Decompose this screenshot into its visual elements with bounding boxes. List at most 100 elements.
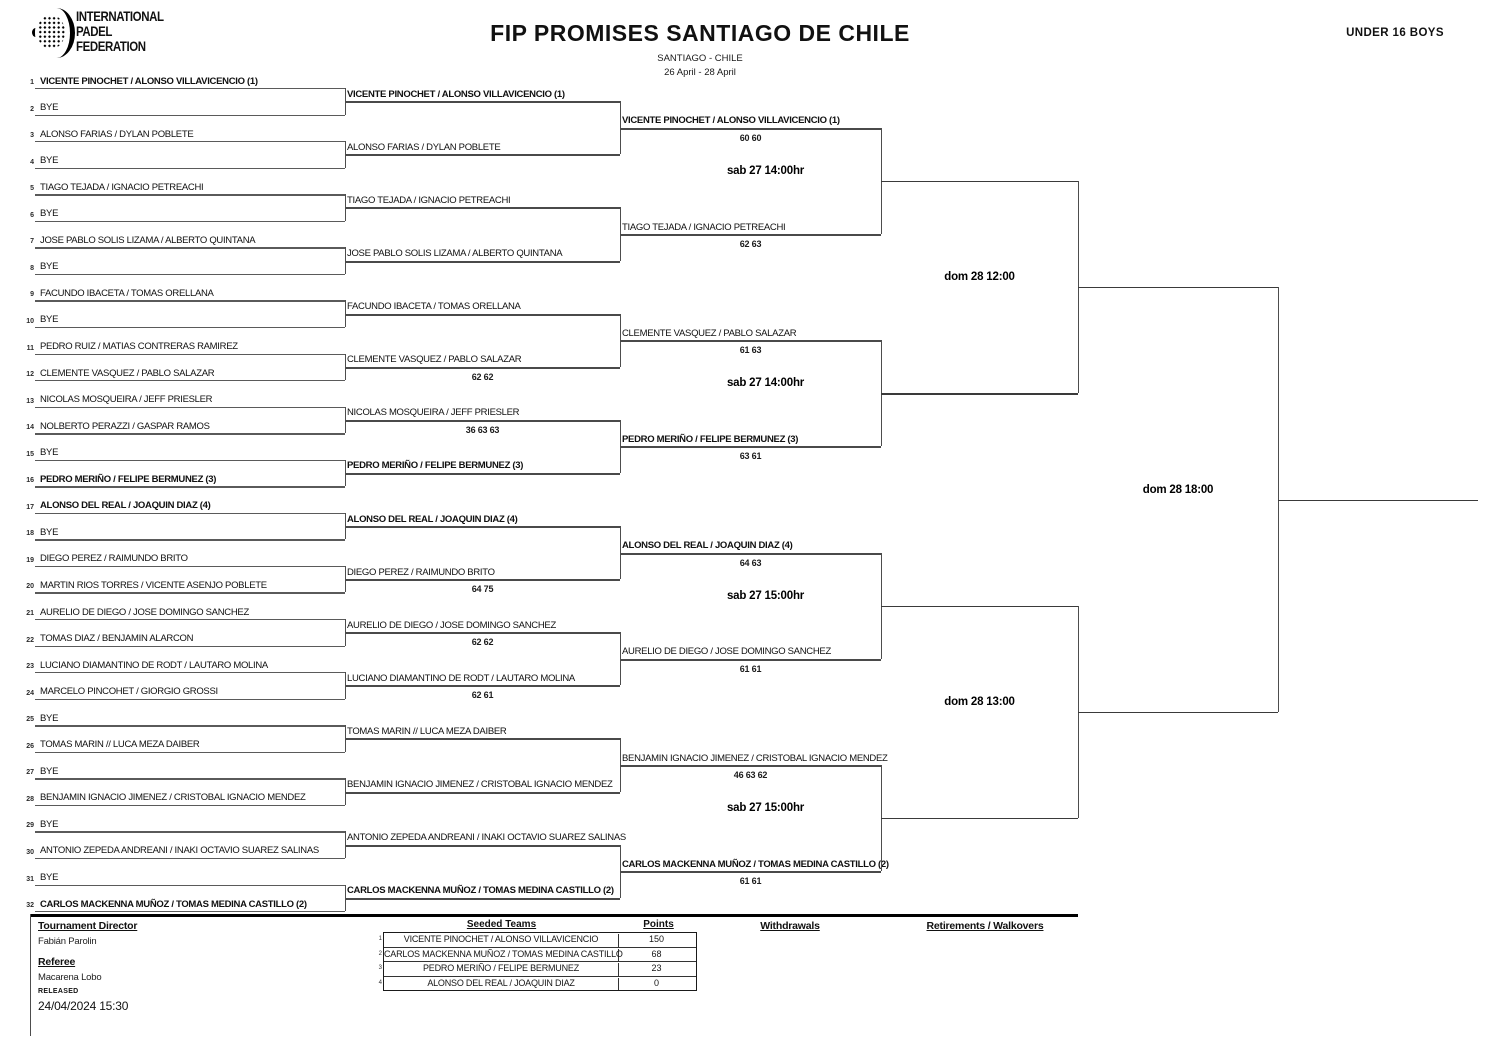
- bye-label: BYE: [40, 526, 59, 538]
- team-label: MARCELO PINCOHET / GIORGIO GROSSI: [40, 686, 218, 698]
- round2-line: [345, 738, 620, 741]
- match-score: 64 63: [739, 557, 762, 568]
- semifinal-line: [881, 605, 1078, 608]
- footer-divider-line: [30, 914, 1078, 917]
- seed-number: 1: [378, 936, 382, 942]
- round1-line: [35, 645, 345, 647]
- round1-connector: [345, 300, 347, 327]
- released-datetime: 24/04/2024 15:30: [38, 999, 129, 1013]
- draw-position-number: 12: [26, 371, 34, 379]
- team-label: TIAGO TEJADA / IGNACIO PETREACHI: [347, 194, 511, 206]
- logo-left-tick: [32, 28, 39, 37]
- final-line: [1078, 711, 1278, 714]
- round1-line: [35, 831, 345, 833]
- match-time: dom 28 12:00: [944, 271, 1015, 284]
- seed-points-value: 23: [651, 963, 662, 973]
- team-label: DIEGO PEREZ / RAIMUNDO BRITO: [40, 553, 188, 565]
- round1-connector: [345, 406, 347, 434]
- team-label: BENJAMIN IGNACIO JIMENEZ / CRISTOBAL IGN…: [347, 779, 613, 791]
- team-label: ALONSO DEL REAL / JOAQUIN DIAZ (4): [347, 513, 518, 525]
- draw-position-number: 31: [26, 875, 34, 883]
- category-label: UNDER 16 BOYS: [1346, 27, 1444, 39]
- semifinal-line: [881, 393, 1078, 395]
- team-label: JOSE PABLO SOLIS LIZAMA / ALBERTO QUINTA…: [347, 248, 563, 260]
- round1-line: [35, 380, 345, 382]
- quarterfinal-line: [620, 340, 881, 343]
- draw-position-number: 24: [26, 689, 34, 697]
- round2-line: [345, 154, 620, 157]
- team-label: VICENTE PINOCHET / ALONSO VILLAVICENCIO …: [347, 88, 565, 100]
- draw-position-number: 27: [26, 769, 34, 777]
- bye-label: BYE: [40, 447, 59, 459]
- draw-position-number: 7: [30, 238, 34, 246]
- quarterfinal-connector: [881, 127, 883, 234]
- draw-position-number: 29: [26, 822, 34, 830]
- team-label: DIEGO PEREZ / RAIMUNDO BRITO: [347, 566, 495, 578]
- tournament-director-label: Tournament Director: [38, 920, 138, 932]
- semifinal-connector: [1078, 605, 1080, 819]
- round1-line: [35, 672, 345, 674]
- match-time: dom 28 18:00: [1142, 483, 1214, 496]
- seeded-teams-header: Seeded Teams: [466, 919, 537, 930]
- team-label: CLEMENTE VASQUEZ / PABLO SALAZAR: [622, 327, 797, 339]
- team-label: CLEMENTE VASQUEZ / PABLO SALAZAR: [40, 367, 215, 379]
- match-score: 64 75: [471, 584, 494, 595]
- seed-team-name: ALONSO DEL REAL / JOAQUIN DIAZ: [384, 977, 619, 990]
- seed-team-name: PEDRO MERIÑO / FELIPE BERMUNEZ: [384, 963, 619, 976]
- round1-connector: [345, 565, 347, 593]
- round1-connector: [345, 725, 347, 752]
- final-line: [1078, 287, 1278, 289]
- quarterfinal-connector: [881, 765, 883, 872]
- team-label: AURELIO DE DIEGO / JOSE DOMINGO SANCHEZ: [622, 646, 831, 658]
- round1-line: [35, 459, 345, 462]
- team-label: VICENTE PINOCHET / ALONSO VILLAVICENCIO …: [40, 75, 258, 87]
- team-label: TIAGO TEJADA / IGNACIO PETREACHI: [40, 181, 204, 193]
- bye-label: BYE: [40, 872, 59, 883]
- team-label: NICOLAS MOSQUEIRA / JEFF PRIESLER: [40, 394, 213, 406]
- quarterfinal-line: [620, 234, 881, 237]
- round2-line: [345, 472, 620, 475]
- seed-points-value: 0: [653, 977, 659, 988]
- draw-position-number: 11: [26, 344, 34, 352]
- tournament-dates: 26 April - 28 April: [664, 67, 736, 78]
- round1-line: [35, 884, 345, 886]
- champion-line: [1278, 499, 1478, 501]
- round1-line: [35, 911, 345, 913]
- match-score: 61 63: [739, 345, 762, 356]
- round1-line: [35, 88, 345, 90]
- team-label: TOMAS DIAZ / BENJAMIN ALARCON: [40, 633, 194, 645]
- team-label: AURELIO DE DIEGO / JOSE DOMINGO SANCHEZ: [347, 619, 556, 631]
- draw-position-number: 22: [26, 636, 34, 644]
- draw-position-number: 19: [26, 556, 34, 564]
- draw-position-number: 10: [26, 317, 34, 325]
- match-score: 62 61: [471, 690, 494, 701]
- quarterfinal-line: [620, 446, 881, 449]
- team-label: AURELIO DE DIEGO / JOSE DOMINGO SANCHEZ: [40, 606, 249, 618]
- team-label: CLEMENTE VASQUEZ / PABLO SALAZAR: [347, 354, 522, 366]
- round2-line: [345, 526, 620, 529]
- round1-line: [35, 565, 345, 568]
- team-label: ALONSO DEL REAL / JOAQUIN DIAZ (4): [40, 500, 211, 512]
- round1-line: [35, 778, 345, 780]
- team-label: ANTONIO ZEPEDA ANDREANI / INAKI OCTAVIO …: [40, 845, 319, 857]
- team-label: BENJAMIN IGNACIO JIMENEZ / CRISTOBAL IGN…: [622, 752, 888, 764]
- draw-position-number: 23: [26, 663, 34, 671]
- team-label: LUCIANO DIAMANTINO DE RODT / LAUTARO MOL…: [40, 659, 268, 671]
- seed-team-name: VICENTE PINOCHET / ALONSO VILLAVICENCIO: [384, 934, 619, 947]
- round1-line: [35, 114, 345, 116]
- round1-connector: [345, 141, 347, 168]
- round1-line: [35, 857, 345, 860]
- withdrawals-label: Withdrawals: [760, 920, 820, 932]
- round1-line: [35, 194, 345, 196]
- round2-line: [345, 260, 620, 263]
- match-time: sab 27 15:00hr: [726, 589, 805, 602]
- team-label: LUCIANO DIAMANTINO DE RODT / LAUTARO MOL…: [347, 672, 575, 684]
- round1-line: [35, 326, 345, 329]
- draw-position-number: 2: [30, 105, 34, 113]
- team-label: PEDRO MERIÑO / FELIPE BERMUNEZ (3): [622, 433, 799, 445]
- round1-line: [35, 220, 345, 223]
- round1-line: [35, 141, 345, 143]
